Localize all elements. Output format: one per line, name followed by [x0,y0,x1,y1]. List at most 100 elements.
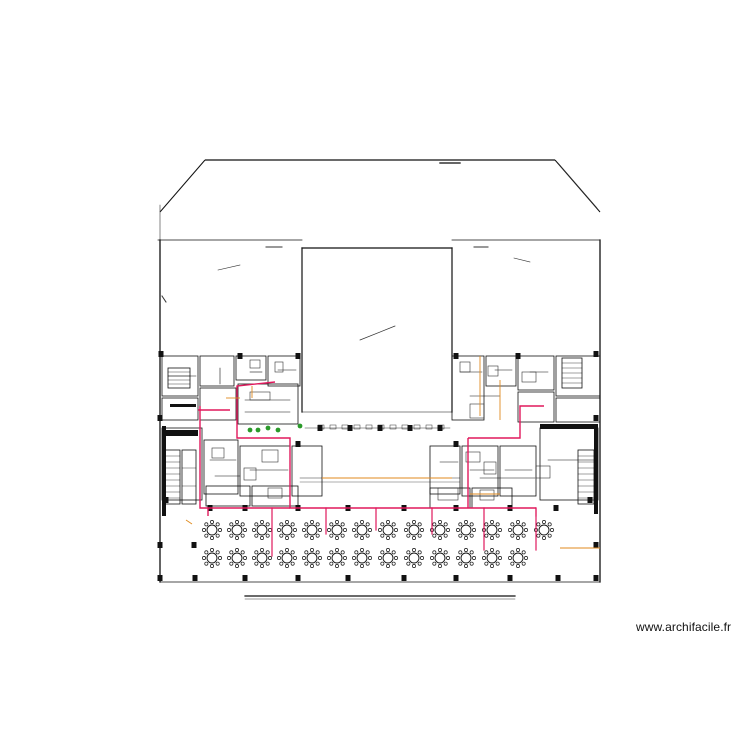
chair-b9-4 [430,556,434,560]
plant-icon [275,427,281,433]
furniture-6 [465,451,481,463]
chair-a4-5 [304,522,309,527]
table-a8 [408,524,420,536]
right-staircase-icon [577,449,595,505]
chair-b6-1 [365,561,370,566]
chair-a5-2 [335,536,339,540]
chair-b10-5 [458,550,463,555]
chair-b10-1 [469,561,474,566]
right-label-mark [513,257,531,263]
furniture-4 [261,449,279,463]
chair-a0-6 [210,520,214,524]
right-thick-wall [540,424,598,429]
furniture-13 [469,403,485,419]
table-a9 [434,524,446,536]
chair-b7-6 [386,548,390,552]
chair-a5-0 [343,528,347,532]
chair-b9-0 [446,556,450,560]
chair-a10-7 [469,522,474,527]
room-21 [205,485,251,507]
chair-a2-6 [260,520,264,524]
chair-b12-0 [524,556,528,560]
chair-b2-2 [260,564,264,568]
chair-b12-4 [508,556,512,560]
chair-b3-0 [293,556,297,560]
pillar-icon [157,415,163,421]
chair-a1-1 [240,533,245,538]
chair-b11-3 [484,561,489,566]
chair-a9-5 [432,522,437,527]
chair-b12-3 [510,561,515,566]
plant-icon [247,427,253,433]
table-b10 [460,552,472,564]
door-marker [329,424,337,430]
pillar-icon [593,351,599,357]
furniture-0 [249,359,261,369]
pillar-icon [163,497,169,503]
table-a11 [486,524,498,536]
furniture-10 [267,487,283,499]
pillar-icon [593,575,599,581]
table-b6 [356,552,368,564]
pink-network-lines [198,381,544,557]
room-16 [555,397,601,423]
plant-icon [297,423,303,429]
chair-a8-0 [420,528,424,532]
right-staircase-icon-frame [577,449,595,505]
chair-b3-4 [277,556,281,560]
chair-b11-6 [490,548,494,552]
chair-a13-2 [542,536,546,540]
chair-a9-3 [432,533,437,538]
chair-a0-0 [218,528,222,532]
chair-a11-5 [484,522,489,527]
chair-a13-5 [536,522,541,527]
chair-a4-3 [304,533,309,538]
chair-b3-3 [279,561,284,566]
chair-b9-5 [432,550,437,555]
door-marker [413,424,421,430]
chair-a5-6 [335,520,339,524]
chair-b8-1 [417,561,422,566]
chair-b9-3 [432,561,437,566]
pillar-icon [377,425,383,431]
left-staircase-icon-frame [163,449,181,505]
chair-b2-4 [252,556,256,560]
chair-a12-0 [524,528,528,532]
table-b2 [256,552,268,564]
chair-b5-0 [343,556,347,560]
room-1 [199,355,235,387]
chair-b7-2 [386,564,390,568]
plant-icon [265,425,271,431]
table-b1 [231,552,243,564]
pillar-icon [507,575,513,581]
chair-a11-1 [495,533,500,538]
chair-b8-5 [406,550,411,555]
chair-a6-5 [354,522,359,527]
table-cluster-icon [302,520,322,540]
right-upper-staircase-icon [561,357,583,389]
staircases-layer [163,357,595,505]
chair-b7-5 [380,550,385,555]
chair-a7-0 [394,528,398,532]
network-line-3 [468,405,544,439]
chair-b7-1 [391,561,396,566]
chair-a1-5 [229,522,234,527]
table-b9 [434,552,446,564]
chair-a6-7 [365,522,370,527]
chair-b5-5 [329,550,334,555]
furniture-1 [274,361,284,373]
chair-a0-3 [204,533,209,538]
room-24 [471,487,513,509]
furniture-3 [487,365,499,377]
room-2 [235,355,267,381]
table-b3 [281,552,293,564]
chair-b4-4 [302,556,306,560]
room-5 [199,387,237,421]
pillar-icon [555,575,561,581]
table-b5 [331,552,343,564]
chair-a11-2 [490,536,494,540]
table-cluster-icon [302,548,322,568]
chair-b4-0 [318,556,322,560]
chair-a5-4 [327,528,331,532]
network-line-0 [236,381,536,509]
